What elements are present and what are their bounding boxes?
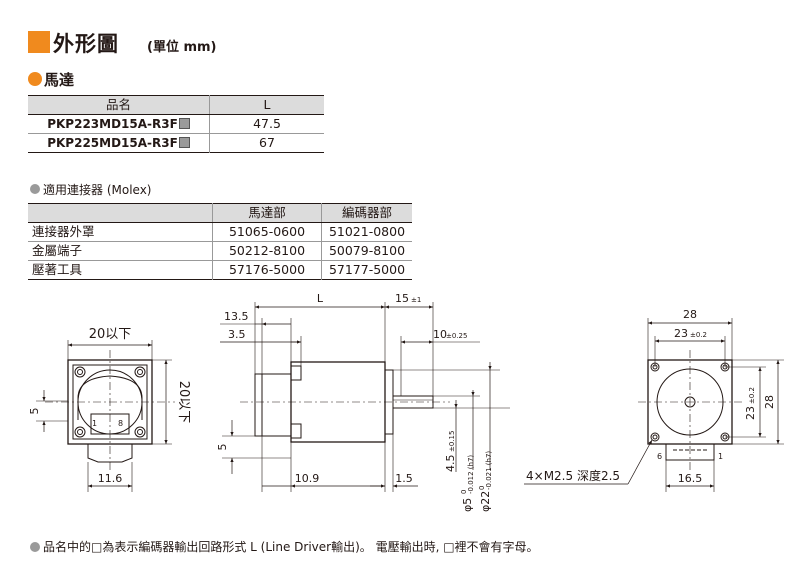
placeholder-box-icon [178, 137, 190, 148]
front-23-side: 23 [744, 406, 757, 420]
connector-header-blank [28, 203, 213, 223]
page-title: 外形圖 [53, 32, 119, 56]
unit-label: (單位 mm) [147, 40, 217, 55]
connector-encoder-cell: 57177-5000 [328, 262, 406, 277]
connector-section-title: 適用連接器 (Molex) [43, 183, 152, 197]
rear-view [36, 340, 175, 492]
motor-L-cell: 67 [259, 135, 275, 150]
front-pin6: 6 [657, 452, 662, 461]
bullet-dot-icon [30, 184, 40, 194]
dim-13-5: 13.5 [224, 310, 249, 323]
table-row: 連接器外罩 51065-0600 51021-0800 [28, 222, 412, 242]
dim-10-tol: ±0.25 [446, 332, 467, 340]
table-row: 壓著工具 57176-5000 57177-5000 [28, 260, 412, 280]
dim-shaft-zero: 0 [460, 490, 468, 494]
motor-section-title: 馬達 [44, 71, 75, 89]
dim-shaft-tol: -0.012 (h7) [467, 455, 475, 494]
motor-L-cell: 47.5 [209, 114, 324, 134]
title-square-icon [28, 31, 50, 53]
dim-15-tol: ±1 [411, 296, 421, 304]
dim-L: L [317, 292, 324, 305]
connector-header-encoder: 編碼器部 [321, 203, 412, 223]
motor-table-header-L: L [209, 95, 324, 115]
front-holes: 4×M2.5 深度2.5 [526, 468, 620, 483]
dim-4-5: 4.5 [444, 455, 457, 473]
dim-pilot: φ22 [479, 491, 492, 512]
table-row: PKP223MD15A-R3F 47.5 [28, 114, 324, 134]
dim-5: 5 [216, 444, 229, 451]
connector-item-cell: 連接器外罩 [28, 222, 213, 242]
left-pin8: 8 [118, 419, 123, 428]
footnote: 品名中的□為表示編碼器輸出回路形式 L (Line Driver輸出)。 電壓輸… [43, 540, 539, 554]
connector-header-motor: 馬達部 [212, 203, 322, 223]
front-28-side: 28 [763, 395, 776, 409]
front-23-side-tol: ±0.2 [748, 387, 756, 404]
bullet-dot-icon [28, 72, 42, 86]
bullet-dot-icon [30, 542, 40, 552]
connector-motor-cell: 51065-0600 [212, 222, 322, 242]
motor-table: 品名 L PKP223MD15A-R3F 47.5 PKP225MD15A-R3… [28, 95, 324, 153]
motor-name-cell: PKP223MD15A-R3F [28, 114, 210, 134]
connector-encoder-cell: 51021-0800 [321, 222, 412, 242]
dim-1-5: 1.5 [395, 472, 413, 485]
connector-motor-cell: 57176-5000 [212, 260, 322, 280]
connector-encoder-cell: 50079-8100 [321, 241, 412, 261]
connector-motor-cell: 50212-8100 [212, 241, 322, 261]
motor-table-header-name: 品名 [28, 95, 210, 115]
left-top-dim: 20以下 [89, 327, 132, 342]
dim-pilot-zero: 0 [478, 486, 486, 490]
connector-item-cell: 金屬端子 [28, 241, 213, 261]
connector-table: 馬達部 編碼器部 連接器外罩 51065-0600 51021-0800 金屬端… [28, 203, 412, 280]
dim-15: 15 [395, 292, 409, 305]
dim-4-5-tol: ±0.15 [448, 431, 456, 452]
table-row: PKP225MD15A-R3F 67 [28, 133, 324, 153]
left-small-5: 5 [28, 408, 41, 415]
placeholder-box-icon [178, 118, 190, 129]
left-pin1: 1 [92, 419, 97, 428]
front-23-top: 23 [674, 327, 688, 340]
dim-shaft: φ5 [461, 498, 474, 512]
dim-10: 10 [433, 328, 447, 341]
front-pin1: 1 [718, 452, 723, 461]
front-16-5: 16.5 [678, 472, 703, 485]
dim-10-9: 10.9 [295, 472, 320, 485]
table-row: 金屬端子 50212-8100 50079-8100 [28, 241, 412, 261]
connector-item-cell: 壓著工具 [28, 260, 213, 280]
side-view [220, 302, 510, 492]
dim-3-5: 3.5 [228, 328, 246, 341]
left-side-dim: 20以下 [176, 381, 191, 424]
dim-pilot-tol: -0.021 (h7) [485, 451, 493, 490]
front-28-top: 28 [683, 308, 697, 321]
left-bottom-dim: 11.6 [98, 472, 123, 485]
motor-name-cell: PKP225MD15A-R3F [28, 133, 210, 153]
front-23-top-tol: ±0.2 [690, 331, 707, 339]
front-view [524, 318, 784, 492]
